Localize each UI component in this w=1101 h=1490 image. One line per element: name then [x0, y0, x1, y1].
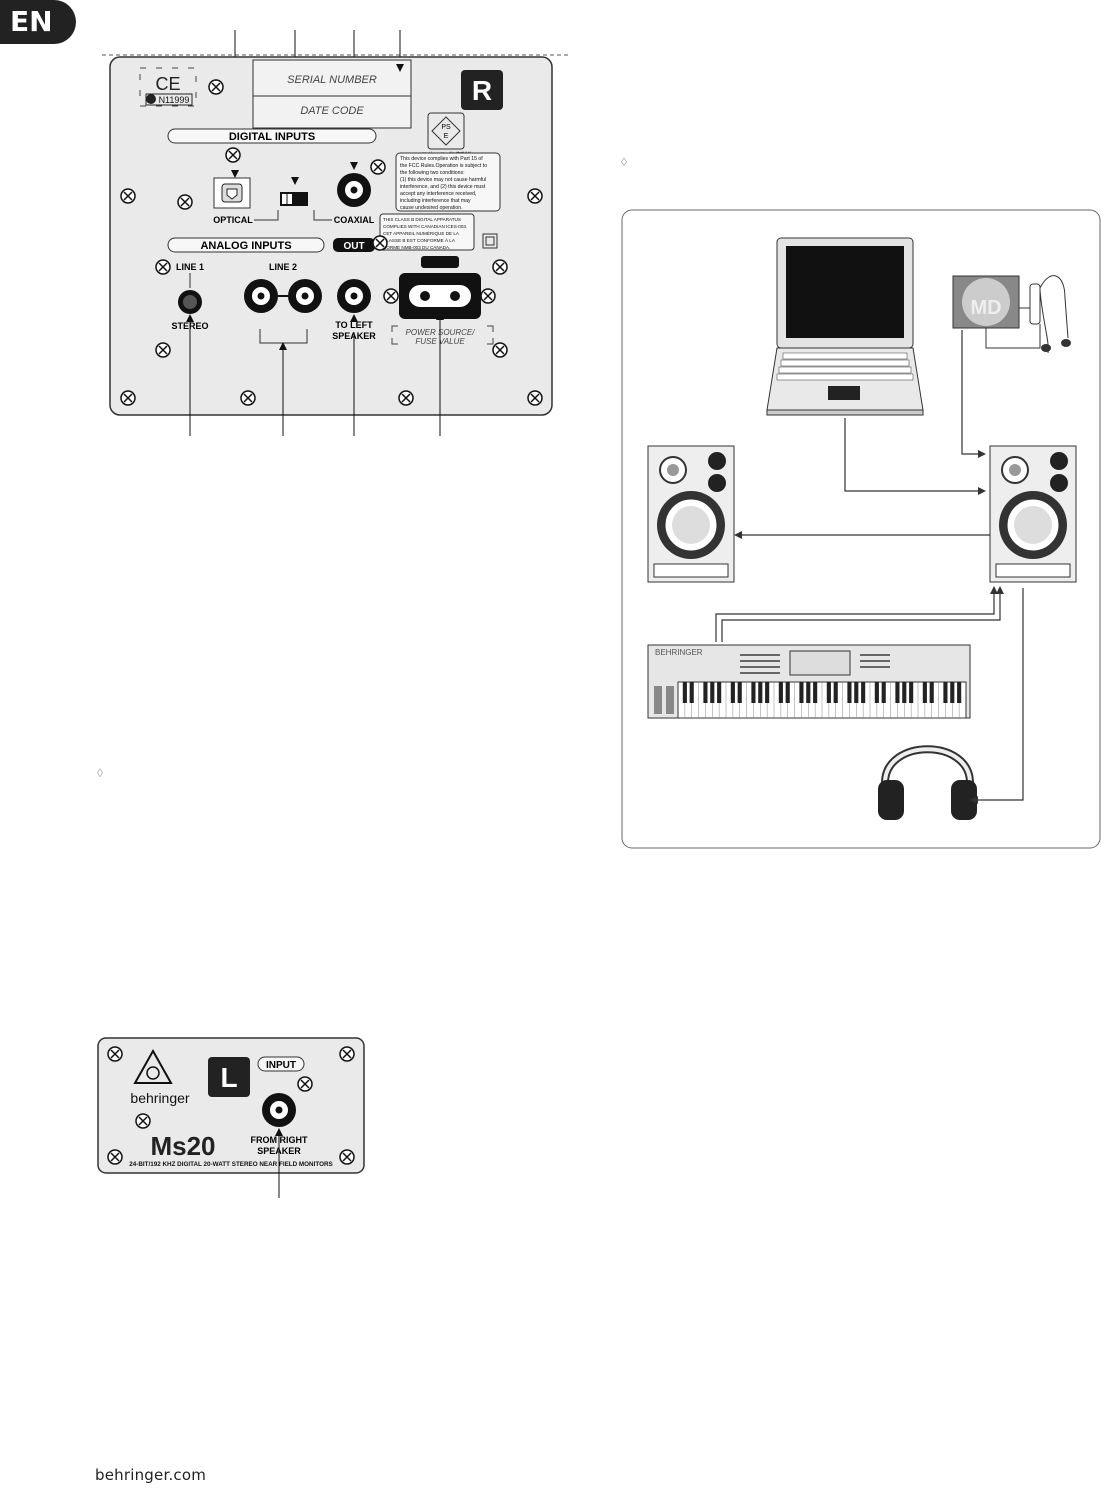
language-tab: EN [0, 0, 76, 44]
keyboard-illustration: BEHRINGER [647, 644, 971, 719]
black-key [751, 682, 756, 703]
right-speaker-rear-panel-figure: CE N11999 SERIAL NUMBER DATE CODE R PS E… [102, 30, 568, 436]
date-code-label: DATE CODE [300, 105, 364, 117]
black-key [922, 682, 927, 703]
laptop-illustration [766, 237, 924, 416]
black-key [813, 682, 818, 703]
footer-url: behringer.com [95, 1466, 207, 1484]
black-key [737, 682, 742, 703]
black-key [957, 682, 962, 703]
black-key [758, 682, 763, 703]
fcc-line-2: the following two conditions: [400, 170, 465, 176]
black-key [778, 682, 783, 703]
fcc-line-5: accept any interference received, [400, 191, 476, 197]
black-key [682, 682, 687, 703]
ctick-text: N11999 [159, 95, 190, 105]
to-left-speaker-line-1: TO LEFT [335, 320, 373, 330]
black-key [881, 682, 886, 703]
fcc-line-3: (1) this device may not cause harmful [400, 177, 486, 183]
canada-line-3: CLASSE B EST CONFORME À LA [383, 237, 456, 243]
fcc-line-7: cause undesired operation. [400, 205, 463, 211]
input-label: INPUT [266, 1060, 296, 1071]
out-label: OUT [343, 241, 364, 252]
right-side-badge [461, 70, 503, 110]
black-key [703, 682, 708, 703]
black-key [710, 682, 715, 703]
serial-number-label: SERIAL NUMBER [287, 74, 377, 86]
black-key [902, 682, 907, 703]
black-key [806, 682, 811, 703]
connection-diagram: MD BEHRINGER [621, 209, 1101, 849]
black-key [689, 682, 694, 703]
fcc-line-6: including interference that may [400, 198, 471, 204]
black-key [943, 682, 948, 703]
pse-line-2: E [444, 133, 449, 140]
right-side-badge-text: R [472, 75, 492, 106]
black-key [950, 682, 955, 703]
model-text: Ms20 [150, 1131, 215, 1161]
note-glyph-right: ◊ [621, 155, 627, 169]
tagline-text: 24-BIT/192 KHZ DIGITAL 20-WATT STEREO NE… [129, 1161, 333, 1168]
pse-line-1: PS [441, 124, 451, 131]
black-key [847, 682, 852, 703]
black-key [765, 682, 770, 703]
canada-line-1: COMPLIES WITH CANADIAN ICES-003. [383, 224, 467, 229]
black-key [799, 682, 804, 703]
digital-inputs-title: DIGITAL INPUTS [229, 131, 315, 143]
canada-line-2: CET APPAREIL NUMÉRIQUE DE LA [383, 230, 460, 236]
line1-label: LINE 1 [176, 262, 204, 272]
canada-line-0: THIS CLASS B DIGITAL APPARATUS [383, 217, 461, 222]
black-key [861, 682, 866, 703]
black-key [929, 682, 934, 703]
black-key [895, 682, 900, 703]
behringer-logo: behringer [130, 1048, 190, 1106]
black-key [717, 682, 722, 703]
brand-text: behringer [130, 1090, 189, 1106]
black-key [874, 682, 879, 703]
fcc-line-1: the FCC Rules.Operation is subject to [400, 163, 487, 169]
headphones-illustration [878, 745, 977, 820]
black-key [854, 682, 859, 703]
left-side-badge-text: L [220, 1062, 237, 1093]
coaxial-label: COAXIAL [334, 215, 375, 225]
fcc-line-4: interference, and (2) this device must [400, 184, 486, 190]
left-monitor-illustration [647, 445, 735, 583]
left-side-badge [208, 1057, 250, 1097]
black-key [785, 682, 790, 703]
canada-line-4: NORME NMB-003 DU CANADA. [383, 245, 450, 250]
connection-cables [715, 330, 1024, 801]
analog-inputs-title: ANALOG INPUTS [200, 240, 291, 252]
black-key [833, 682, 838, 703]
minidisc-player-illustration: MD [952, 275, 1071, 354]
keyboard-brand-text: BEHRINGER [655, 648, 703, 657]
fcc-line-0: This device complies with Part 15 of [400, 156, 483, 162]
black-key [826, 682, 831, 703]
md-text: MD [970, 297, 1001, 319]
ce-text: CE [155, 74, 180, 94]
line2-label: LINE 2 [269, 262, 297, 272]
note-glyph-left: ◊ [97, 766, 103, 780]
black-key [909, 682, 914, 703]
optical-label: OPTICAL [213, 215, 253, 225]
right-monitor-illustration [989, 445, 1077, 583]
ce-mark: CE N11999 [139, 67, 197, 107]
black-key [730, 682, 735, 703]
left-speaker-rear-panel-figure: behringer L INPUT FROM RIGHT SPEAKER Ms2… [97, 1037, 365, 1198]
